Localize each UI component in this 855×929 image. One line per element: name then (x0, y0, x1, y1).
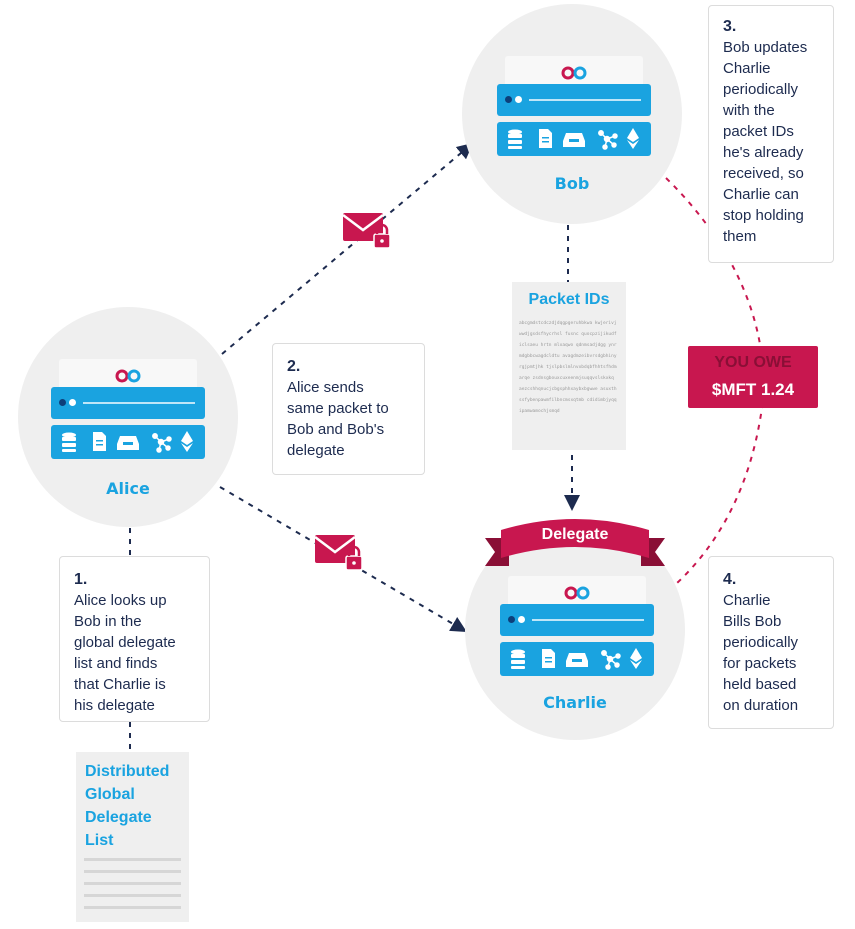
ethereum-icon (181, 431, 193, 452)
bob-node: Bob (462, 4, 682, 224)
alice-to-charlie-arrow (219, 486, 467, 633)
network-icon (598, 130, 618, 150)
document-icon (542, 649, 555, 668)
packet-ids-title: Packet IDs (528, 291, 610, 308)
step-3-number: 3. (723, 18, 737, 35)
step-1-card: 1. Alice looks up Bob in the global dele… (59, 556, 210, 722)
packet-ids-filler: abcgmdstcdczdjdqgpgeruhbkwa kwjerivjwwdj… (519, 321, 617, 414)
alice-to-bob-arrow (221, 142, 474, 355)
database-icon (508, 129, 522, 149)
step-4-card: 4. Charlie Bills Bob periodically for pa… (708, 556, 834, 729)
step-3-card: 3. Bob updates Charlie periodically with… (708, 5, 834, 263)
document-line (84, 906, 181, 909)
document-line (84, 870, 181, 873)
infinity-logo-icon (115, 369, 141, 383)
step-2-card: 2. Alice sends same packet to Bob and Bo… (272, 343, 425, 475)
global-delegate-list-document: Distributed Global Delegate List (76, 752, 189, 922)
infinity-logo-icon (561, 66, 587, 80)
invoice-amount: $MFT 1.24 (711, 380, 795, 399)
step-2-number: 2. (287, 358, 301, 375)
global-list-title: Distributed Global Delegate List (85, 763, 170, 849)
invoice-line-1: YOU OWE (714, 354, 792, 371)
document-line (84, 882, 181, 885)
packet-ids-document: Packet IDs abcgmdstcdczdjdqgpgeruhbkwa k… (512, 282, 626, 450)
alice-node: Alice (18, 307, 238, 527)
step-4-text: Charlie Bills Bob periodically for packe… (723, 592, 799, 714)
step-1-text: Alice looks up Bob in the global delegat… (74, 592, 176, 714)
billing-arc (665, 177, 765, 585)
infinity-logo-icon (564, 586, 590, 600)
step-4-number: 4. (723, 571, 737, 588)
step-3-text: Bob updates Charlie periodically with th… (723, 39, 808, 245)
locked-envelope-icon (342, 213, 391, 249)
delegate-ribbon: Delegate (485, 519, 665, 566)
alice-label: Alice (106, 479, 150, 498)
network-icon (152, 433, 172, 453)
inbox-icon (566, 653, 588, 667)
step-1-number: 1. (74, 571, 88, 588)
document-icon (539, 129, 552, 148)
document-line (84, 858, 181, 861)
database-icon (62, 432, 76, 452)
step-2-text: Alice sends same packet to Bob and Bob's… (287, 379, 389, 459)
ethereum-icon (627, 128, 639, 149)
document-icon (93, 432, 106, 451)
inbox-icon (117, 436, 139, 450)
database-icon (511, 649, 525, 669)
bob-label: Bob (554, 174, 590, 193)
ethereum-icon (630, 648, 642, 669)
locked-envelope-icon (314, 535, 363, 571)
network-icon (601, 650, 621, 670)
delegate-ribbon-label: Delegate (542, 526, 609, 543)
inbox-icon (563, 133, 585, 147)
document-line (84, 894, 181, 897)
invoice-badge: YOU OWE $MFT 1.24 (688, 346, 818, 408)
charlie-label: Charlie (543, 693, 607, 712)
